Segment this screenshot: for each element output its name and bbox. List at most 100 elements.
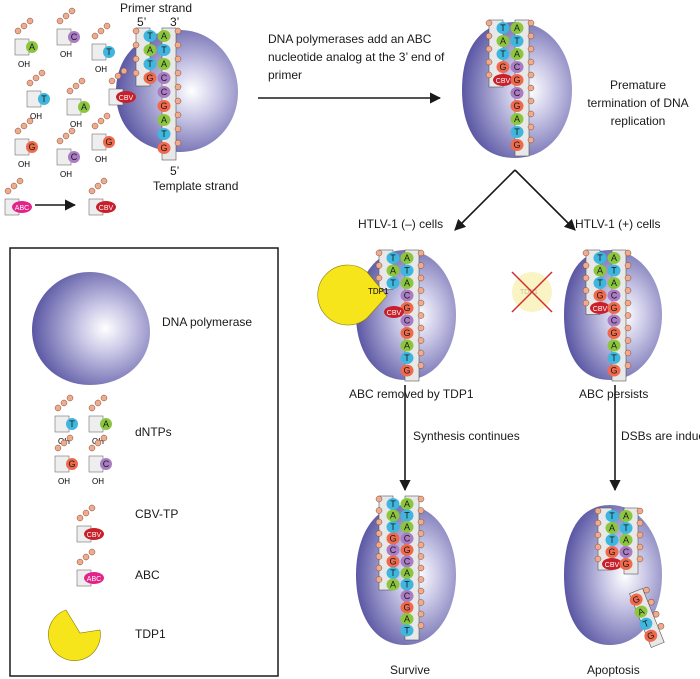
phosphate-bead — [76, 514, 84, 522]
svg-text:T: T — [404, 580, 410, 590]
phosphate-bead — [417, 553, 425, 560]
base-c: C — [400, 555, 414, 568]
svg-text:OH: OH — [60, 170, 72, 179]
phosphate-bead — [417, 622, 425, 629]
base-t: T — [510, 35, 524, 47]
base-a: A — [400, 498, 414, 510]
phosphate-bead — [417, 362, 425, 369]
base-g: G — [400, 544, 414, 556]
base-g: G — [157, 142, 171, 154]
legend-tdp1-icon — [48, 609, 101, 661]
base-abc: ABC — [12, 201, 32, 213]
phosphate-bead — [174, 69, 182, 77]
svg-text:T: T — [404, 266, 410, 276]
phosphate-bead — [417, 274, 425, 282]
phosphate-bead — [527, 32, 535, 40]
base-t: T — [143, 30, 157, 42]
phosphate-bead — [94, 182, 102, 190]
phosphate-bead — [582, 249, 590, 257]
svg-text:T: T — [161, 129, 167, 139]
phosphate-bead — [100, 394, 108, 402]
base-g: G — [510, 139, 524, 151]
phosphate-bead — [594, 543, 602, 551]
base-a: A — [605, 522, 619, 534]
phosphate-bead — [14, 127, 22, 135]
base-cbv: CBV — [96, 201, 116, 213]
dsbs-label-line: DSBs are induced — [621, 429, 700, 443]
phosphate-bead — [527, 19, 535, 27]
base-t: T — [496, 48, 510, 60]
phosphate-bead — [26, 17, 34, 25]
svg-text:OH: OH — [70, 120, 82, 129]
base-t: T — [103, 46, 115, 58]
synthesis-label: Synthesis continues — [413, 429, 520, 443]
phosphate-bead — [174, 55, 182, 63]
phosphate-bead — [54, 404, 62, 412]
svg-text:A: A — [597, 266, 603, 276]
base-c: C — [607, 314, 621, 327]
phosphate-bead — [132, 41, 140, 49]
legend-nucleotides: TOHAOHGOHCOHCBVABC — [54, 394, 112, 587]
polymerase-top-left — [116, 30, 238, 152]
phosphate-bead — [375, 518, 383, 526]
phosphate-bead — [527, 84, 535, 92]
svg-text:G: G — [68, 459, 75, 469]
free-nt-a: AOH — [14, 17, 38, 69]
five-prime-top: 5’ — [137, 15, 146, 29]
svg-text:G: G — [389, 534, 396, 544]
phosphate-bead — [417, 337, 425, 344]
base-t: T — [400, 509, 414, 522]
phosphate-bead — [14, 27, 22, 35]
base-a: A — [496, 35, 510, 47]
free-nt-c: COH — [56, 127, 80, 179]
base-a: A — [386, 264, 400, 277]
svg-text:OH: OH — [58, 477, 70, 486]
phosphate-bead — [91, 122, 99, 130]
svg-text:G: G — [610, 328, 617, 338]
base-a: A — [157, 30, 171, 42]
base-a: A — [510, 22, 524, 34]
base-t: T — [400, 264, 414, 277]
phosphate-bead — [375, 507, 383, 514]
cbv-being-removed: CBV — [384, 306, 404, 318]
legend-polymerase-icon — [32, 272, 150, 385]
svg-text:C: C — [161, 87, 168, 97]
phosphate-bead — [94, 439, 102, 447]
phosphate-bead — [582, 274, 590, 282]
phosphate-bead — [66, 394, 74, 402]
free-nt-g: GOH — [91, 112, 115, 164]
svg-text:A: A — [636, 606, 645, 618]
arrow-branch-left — [454, 169, 516, 231]
svg-text:G: G — [28, 142, 35, 152]
base-a: A — [400, 567, 414, 579]
phosphate-bead — [527, 58, 535, 66]
svg-text:CBV: CBV — [387, 310, 402, 317]
svg-text:T: T — [390, 568, 396, 578]
phosphate-bead — [636, 543, 644, 551]
phosphate-bead — [582, 262, 590, 269]
phosphate-bead — [88, 404, 96, 412]
phosphate-bead — [417, 349, 425, 357]
phosphate-bead — [417, 564, 425, 572]
base-g: G — [629, 593, 643, 606]
base-t: T — [157, 128, 171, 140]
svg-text:G: G — [403, 366, 410, 376]
base-a: A — [607, 277, 621, 289]
base-g: G — [593, 289, 607, 302]
phosphate-bead — [174, 139, 182, 147]
base-g: G — [400, 327, 414, 339]
free-nt-cbv: CBV — [108, 67, 136, 106]
svg-text:T: T — [147, 31, 153, 41]
svg-text:CBV: CBV — [87, 532, 102, 539]
phosphate-bead — [375, 541, 383, 549]
phosphate-bead — [417, 518, 425, 526]
phosphate-bead — [417, 312, 425, 319]
phosphate-bead — [624, 362, 632, 369]
phosphate-bead — [636, 555, 644, 563]
phosphate-bead — [594, 555, 602, 563]
